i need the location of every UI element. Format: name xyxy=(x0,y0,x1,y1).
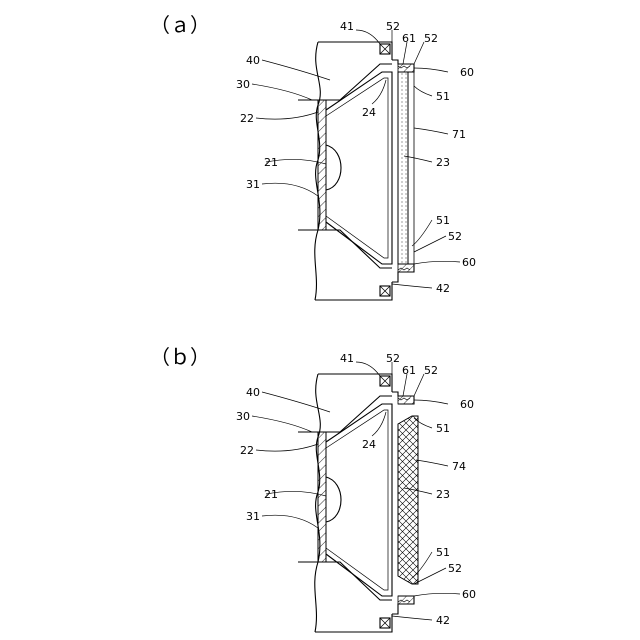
label-21: 21 xyxy=(264,488,278,501)
figure-a: （ａ） xyxy=(150,13,476,300)
label-41: 41 xyxy=(340,20,354,33)
seal-41 xyxy=(380,44,390,54)
label-31: 31 xyxy=(246,178,260,191)
label-40: 40 xyxy=(246,54,260,67)
seal-41 xyxy=(380,376,390,386)
substrate-22 xyxy=(318,100,326,230)
label-40: 40 xyxy=(246,386,260,399)
lens-74 xyxy=(398,416,418,584)
label-30: 30 xyxy=(236,78,250,91)
reflector-24-inner xyxy=(326,78,388,258)
label-51-top: 51 xyxy=(436,90,450,103)
label-52-top: 52 xyxy=(386,352,400,365)
reflector-24 xyxy=(326,404,392,596)
figure-b: （ｂ） xyxy=(150,345,476,632)
label-23: 23 xyxy=(436,156,450,169)
label-52-top: 52 xyxy=(386,20,400,33)
label-60-top: 60 xyxy=(460,398,474,411)
led-21 xyxy=(326,145,341,190)
label-24: 24 xyxy=(362,106,376,119)
label-52-top-right: 52 xyxy=(424,32,438,45)
label-61: 61 xyxy=(402,364,416,377)
label-21: 21 xyxy=(264,156,278,169)
label-51-bottom: 51 xyxy=(436,214,450,227)
figure-a-heading: （ａ） xyxy=(150,13,210,37)
cover-71 xyxy=(408,72,414,264)
leader-lines-a xyxy=(252,30,460,288)
label-60-bottom: 60 xyxy=(462,588,476,601)
leader-lines-b xyxy=(252,362,460,620)
label-24: 24 xyxy=(362,438,376,451)
label-52-bottom: 52 xyxy=(448,230,462,243)
seal-42 xyxy=(380,618,390,628)
label-30: 30 xyxy=(236,410,250,423)
label-22: 22 xyxy=(240,112,254,125)
figure-b-heading: （ｂ） xyxy=(150,345,210,369)
label-41: 41 xyxy=(340,352,354,365)
lens-23-cover xyxy=(398,72,408,264)
label-60-top: 60 xyxy=(460,66,474,79)
reflector-24 xyxy=(326,72,392,264)
reflector-24-inner xyxy=(326,410,388,590)
label-23: 23 xyxy=(436,488,450,501)
label-31: 31 xyxy=(246,510,260,523)
label-60-bottom: 60 xyxy=(462,256,476,269)
label-74: 74 xyxy=(452,460,466,473)
label-42: 42 xyxy=(436,614,450,627)
led-21 xyxy=(326,477,341,522)
label-52-bottom: 52 xyxy=(448,562,462,575)
label-51-bottom: 51 xyxy=(436,546,450,559)
label-52-top-right: 52 xyxy=(424,364,438,377)
label-61: 61 xyxy=(402,32,416,45)
label-51-top: 51 xyxy=(436,422,450,435)
label-42: 42 xyxy=(436,282,450,295)
label-71: 71 xyxy=(452,128,466,141)
label-22: 22 xyxy=(240,444,254,457)
seal-42 xyxy=(380,286,390,296)
substrate-22 xyxy=(318,432,326,562)
